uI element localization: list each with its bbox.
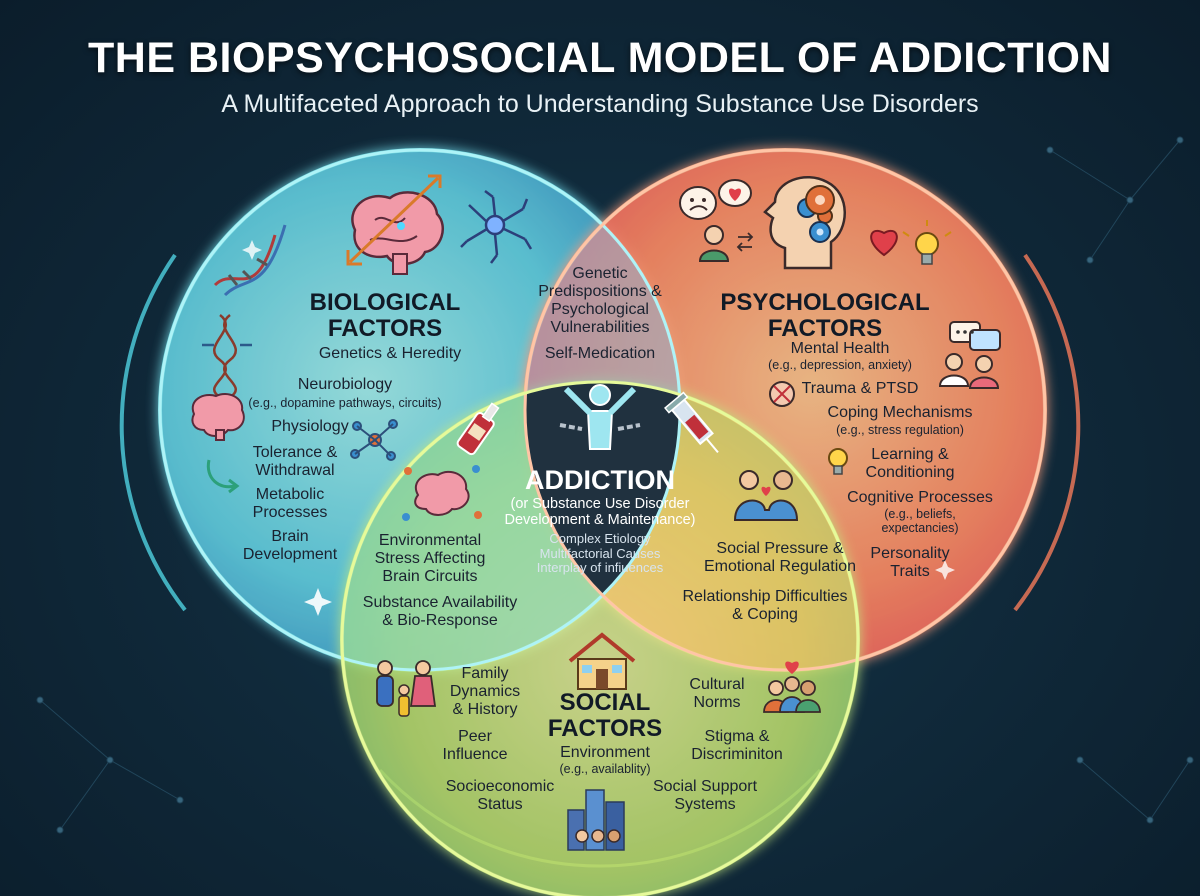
community-icon <box>763 661 821 713</box>
bio-social-overlap-text: Environmental Stress Affecting Brain Cir… <box>374 532 486 585</box>
social-environment-note: (e.g., availablity) <box>559 762 651 776</box>
bio-arc <box>119 253 187 612</box>
bio-tolerance: Tolerance &Withdrawal <box>252 444 338 479</box>
psych-trauma: Trauma & PTSD <box>801 380 919 397</box>
psych-cognitive: Cognitive Processes <box>847 489 993 506</box>
psych-social-overlap-text-2: Relationship Difficulties & Coping <box>682 588 848 623</box>
trauma-head-icon <box>769 381 795 407</box>
bio-genetics: Genetics & Heredity <box>318 345 462 362</box>
lightbulb-icon <box>902 220 952 265</box>
sparkles <box>242 240 955 616</box>
neuron-icon <box>460 190 533 264</box>
brain-network-icon <box>402 465 482 521</box>
family-icon <box>376 660 437 717</box>
psych-cognitive-note: (e.g., beliefs,expectancies) <box>881 507 959 535</box>
psych-arc <box>1013 253 1081 612</box>
bio-physiology: Physiology <box>271 418 349 435</box>
psych-coping-note: (e.g., stress regulation) <box>836 423 964 437</box>
bio-social-overlap-text-2: Substance Availability & Bio-Response <box>362 594 518 629</box>
dna-icon-small <box>202 314 252 399</box>
social-stigma: Stigma &Discriminiton <box>691 728 783 763</box>
page-subtitle: A Multifaceted Approach to Understanding… <box>221 90 979 118</box>
person-breaking-chains-icon <box>559 384 641 450</box>
brain-icon <box>351 191 444 275</box>
psych-social-overlap-text: Social Pressure & Emotional Regulation <box>703 540 857 575</box>
cycle-arrow-icon <box>206 459 240 494</box>
bio-psych-overlap-text: Genetic Predispositions & Psychological … <box>538 265 662 362</box>
arrow-icon <box>346 174 442 266</box>
person-icon <box>698 225 754 262</box>
psych-learning: Learning &Conditioning <box>865 446 955 481</box>
heart-icon <box>870 230 898 257</box>
lightbulb-small-icon <box>828 448 848 475</box>
bio-neurobiology: Neurobiology <box>297 376 393 393</box>
syringe-icon <box>664 391 719 453</box>
background-network <box>36 136 1194 834</box>
brain-small-icon <box>191 392 245 441</box>
therapist-icon <box>938 353 1000 389</box>
chat-icon <box>949 321 1001 351</box>
page-title: THE BIOPSYCHOSOCIAL MODEL OF ADDICTION <box>88 34 1112 82</box>
psych-coping: Coping Mechanisms <box>827 404 973 421</box>
bio-neurobiology-note: (e.g., dopamine pathways, circuits) <box>248 396 442 410</box>
social-family: Family Dynamics & History <box>449 665 521 718</box>
molecule-icon <box>350 419 398 461</box>
psych-mental-health-note: (e.g., depression, anxiety) <box>768 358 912 372</box>
psych-mental-health: Mental Health <box>790 340 890 357</box>
social-environment: Environment <box>560 744 650 761</box>
support-hands-icon <box>733 470 799 521</box>
thought-bubble-icon <box>679 179 752 220</box>
center-title: ADDICTION <box>525 465 675 495</box>
city-icon <box>567 789 625 851</box>
bottle-icon <box>456 402 500 456</box>
house-icon <box>568 632 636 690</box>
dna-icon <box>213 224 287 297</box>
gear-icon <box>805 185 835 243</box>
